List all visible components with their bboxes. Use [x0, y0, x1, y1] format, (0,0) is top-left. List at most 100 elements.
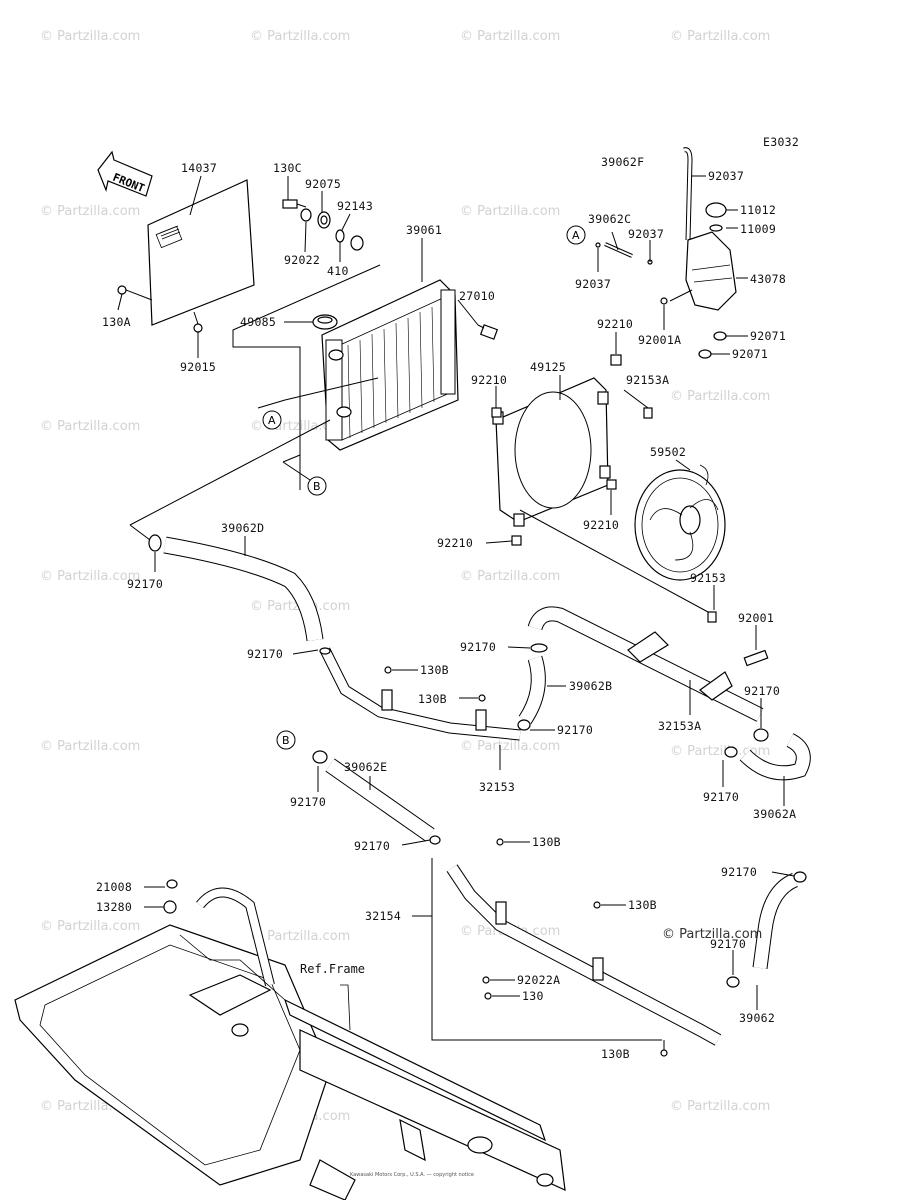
watermark: © Partzilla.com — [460, 204, 560, 219]
callout-92170g: 92170 — [703, 790, 739, 804]
callout-11012: 11012 — [740, 203, 776, 217]
watermark: © Partzilla.com — [670, 29, 770, 44]
callout-39062F: 39062F — [601, 155, 644, 169]
callout-49085: 49085 — [240, 315, 276, 329]
watermark: © Partzilla.com — [670, 389, 770, 404]
callout-39061: 39061 — [406, 223, 442, 237]
callout-39062A: 39062A — [753, 807, 796, 821]
watermark: © Partzilla.com — [250, 29, 350, 44]
reservoir-tank-43078 — [685, 231, 737, 311]
callout-39062E: 39062E — [344, 760, 387, 774]
callout-92170b: 92170 — [247, 647, 283, 661]
callout-92071b: 92071 — [732, 347, 768, 361]
hose-39062E — [325, 758, 435, 842]
fan-shroud-49125 — [492, 377, 611, 527]
watermark: © Partzilla.com — [460, 569, 560, 584]
radiator-39061 — [321, 279, 459, 451]
callout-92210b: 92210 — [471, 373, 507, 387]
cooling-fan-59502 — [634, 464, 726, 581]
callout-92022: 92022 — [284, 253, 320, 267]
callout-92037b: 92037 — [628, 227, 664, 241]
circle-B-marker: B — [307, 476, 327, 496]
bolt-130Bb — [478, 694, 486, 702]
svg-text:A: A — [572, 229, 580, 242]
callout-130Be: 130B — [601, 1047, 630, 1061]
callout-32154: 32154 — [365, 909, 401, 923]
radiator-cap-49085 — [312, 314, 338, 330]
callout-130Bb: 130B — [418, 692, 447, 706]
watermark: © Partzilla.com — [460, 29, 560, 44]
bolt-130B — [384, 666, 392, 674]
copyright-notice: Kawasaki Motors Corp., U.S.A. — copyrigh… — [350, 1172, 474, 1178]
callout-130: 130 — [522, 989, 544, 1003]
callout-92001A: 92001A — [638, 333, 681, 347]
callout-92001: 92001 — [738, 611, 774, 625]
bolt-92001A — [660, 297, 668, 305]
callout-92022A: 92022A — [517, 973, 560, 987]
callout-39062: 39062 — [739, 1011, 775, 1025]
watermark: © Partzilla.com — [460, 739, 560, 754]
watermark: © Partzilla.com — [670, 1099, 770, 1114]
fan-switch-27010 — [477, 324, 499, 340]
bolt-92153 — [707, 611, 717, 623]
callout-92170j: 92170 — [710, 937, 746, 951]
callout-92210: 92210 — [597, 317, 633, 331]
watermark: © Partzilla.com — [40, 29, 140, 44]
callout-27010: 27010 — [459, 289, 495, 303]
callout-92170i: 92170 — [721, 865, 757, 879]
partzilla-mark: © Partzilla.com — [662, 927, 762, 942]
watermark: © Partzilla.com — [40, 204, 140, 219]
callout-92170f: 92170 — [290, 795, 326, 809]
leader-lines — [117, 175, 795, 1050]
callout-92210c: 92210 — [583, 518, 619, 532]
callout-92153A: 92153A — [626, 373, 669, 387]
callout-92170d: 92170 — [744, 684, 780, 698]
nut-92210 — [610, 354, 622, 366]
circle-B-marker-hose: B — [276, 730, 296, 750]
nut-92210b — [491, 407, 502, 418]
watermark: © Partzilla.com — [40, 569, 140, 584]
callout-92037c: 92037 — [575, 277, 611, 291]
callout-130Bd: 130B — [628, 898, 657, 912]
front-arrow-icon: FRONT — [97, 150, 153, 197]
callout-92015: 92015 — [180, 360, 216, 374]
washer-92022 — [300, 208, 312, 222]
callout-39062D: 39062D — [221, 521, 264, 535]
callout-11009: 11009 — [740, 222, 776, 236]
nut-92210c — [606, 479, 617, 490]
watermark: © Partzilla.com — [40, 739, 140, 754]
diagram-code: E3032 — [763, 135, 799, 149]
vehicle-frame — [14, 879, 566, 1200]
gasket-11009 — [709, 224, 723, 232]
grommet-92071 — [713, 331, 727, 341]
clamp-92170 — [148, 534, 162, 552]
grommet-92075 — [317, 211, 331, 229]
callout-130B: 130B — [420, 663, 449, 677]
callout-labels: 14037 130C 92075 92143 92022 410 39061 2… — [96, 155, 796, 1061]
pipe-32153 — [320, 647, 521, 741]
callout-130A: 130A — [102, 315, 131, 329]
callout-92170h: 92170 — [354, 839, 390, 853]
callout-49125: 49125 — [530, 360, 566, 374]
callout-32153: 32153 — [479, 780, 515, 794]
callout-59502: 59502 — [650, 445, 686, 459]
callout-92210d: 92210 — [437, 536, 473, 550]
callout-92143: 92143 — [337, 199, 373, 213]
callout-92170: 92170 — [127, 577, 163, 591]
bolt-92153A — [643, 407, 653, 419]
grommet-92143 — [350, 235, 364, 251]
watermark: © Partzilla.com — [250, 929, 350, 944]
shroud-plate-14037 — [117, 179, 255, 333]
callout-92153: 92153 — [690, 571, 726, 585]
callout-13280: 13280 — [96, 900, 132, 914]
tank-cap-11012 — [705, 202, 727, 218]
callout-130Bc: 130B — [532, 835, 561, 849]
callout-39062C: 39062C — [588, 212, 631, 226]
grommet-92071b — [698, 349, 712, 359]
callout-21008: 21008 — [96, 880, 132, 894]
svg-text:A: A — [268, 414, 276, 427]
callout-410: 410 — [327, 264, 349, 278]
hose-39062A — [739, 733, 811, 781]
callout-92170c: 92170 — [460, 640, 496, 654]
hose-39062C — [604, 242, 633, 258]
